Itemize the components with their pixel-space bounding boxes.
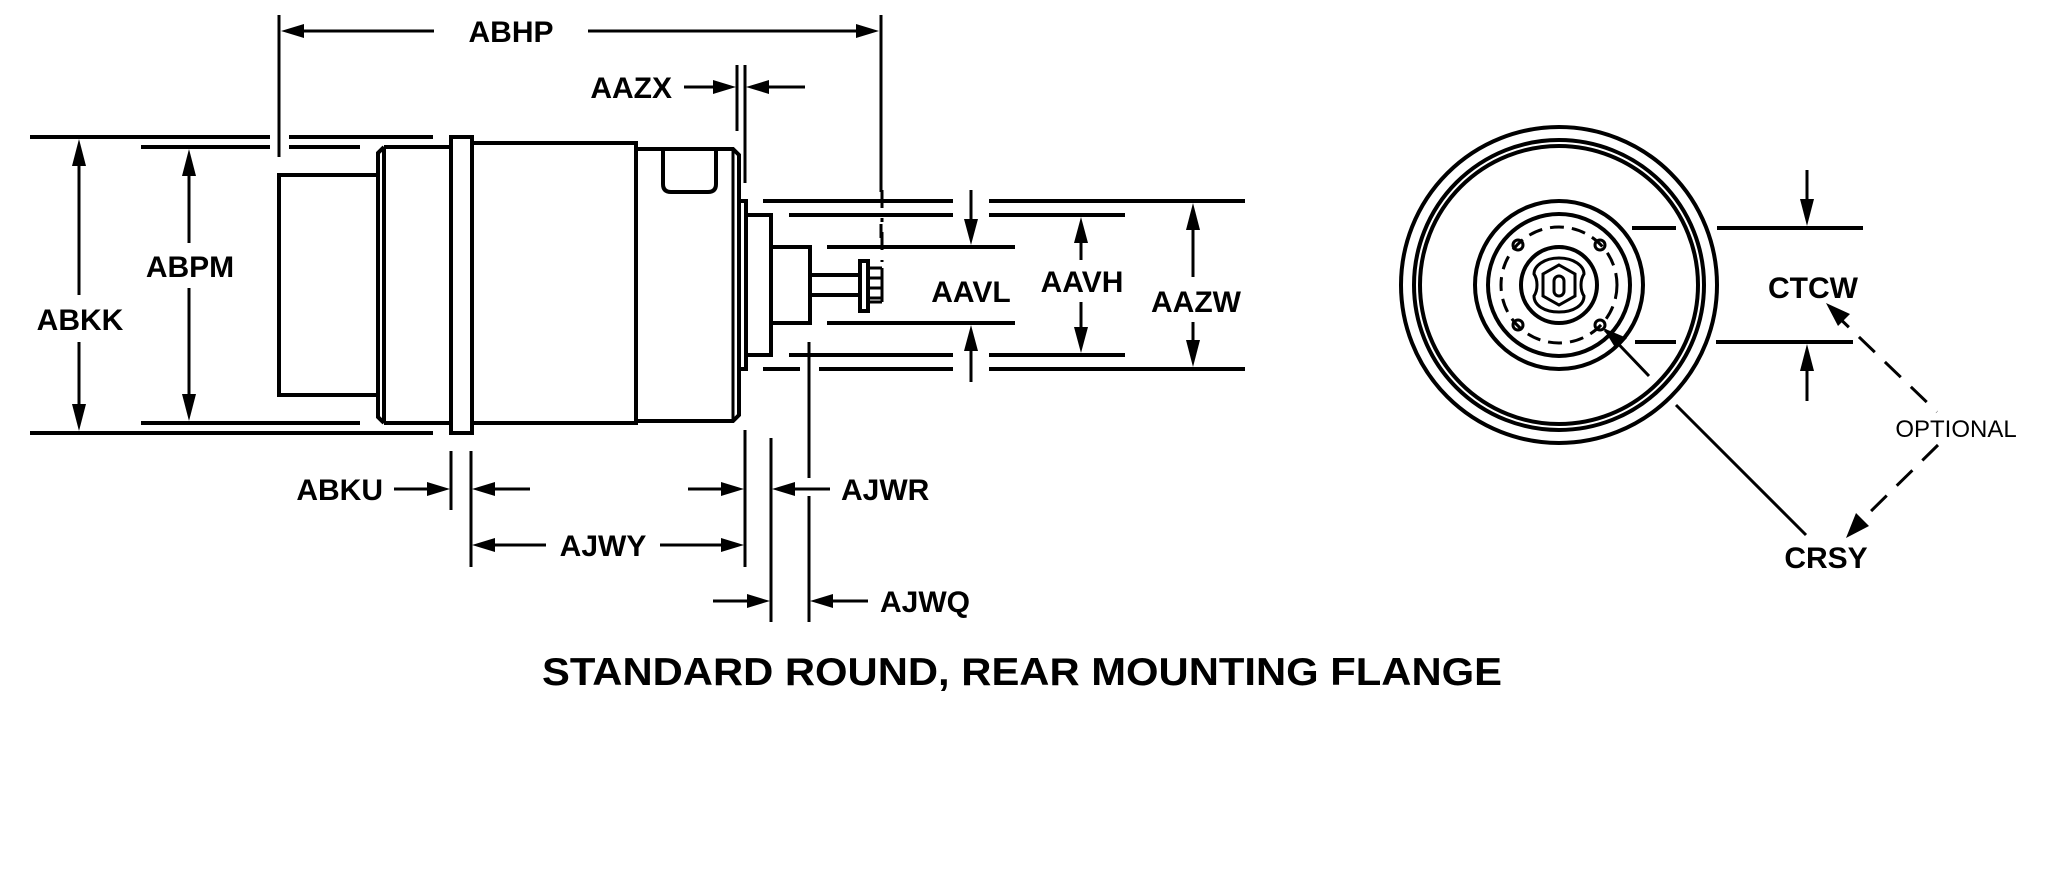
- bolt-circle: [1499, 225, 1619, 345]
- arrowhead: [472, 482, 495, 496]
- shaft-gear: [858, 259, 870, 313]
- arrowhead: [1603, 328, 1627, 349]
- dim-abku: ABKU: [296, 474, 530, 507]
- arrowhead: [1846, 513, 1869, 538]
- lower-extension-lines: [449, 342, 811, 622]
- arrowhead: [713, 80, 736, 94]
- drawing-title: STANDARD ROUND, REAR MOUNTING FLANGE: [542, 651, 1502, 694]
- arrowhead: [1074, 217, 1088, 243]
- optional-note: OPTIONAL: [1895, 416, 2016, 443]
- rear-housing: [382, 145, 451, 425]
- dim-abkk: ABKK: [30, 135, 433, 435]
- dim-label-aazw: AAZW: [1151, 286, 1242, 319]
- dim-label-abkk: ABKK: [37, 304, 124, 337]
- arrowhead: [856, 24, 879, 38]
- mounting-flange: [449, 135, 474, 435]
- main-body: [470, 141, 638, 425]
- arrowhead: [747, 594, 770, 608]
- mounting-hole: [1511, 238, 1525, 252]
- dim-label-abhp: ABHP: [468, 16, 553, 49]
- arrowhead: [1074, 327, 1088, 353]
- pilot: [744, 213, 773, 357]
- arrowhead: [1800, 344, 1814, 371]
- rear-housing-chamfer: [376, 145, 386, 425]
- motor-body: [277, 135, 884, 435]
- mounting-hole: [1511, 318, 1525, 332]
- arrowhead: [72, 404, 86, 431]
- arrowhead: [182, 149, 196, 176]
- dim-abhp: ABHP: [277, 15, 883, 238]
- dim-aazx: AAZX: [590, 65, 805, 183]
- dim-label-crsy: CRSY: [1784, 542, 1867, 575]
- dim-label-abku: ABKU: [296, 474, 383, 507]
- pilot-circle: [1473, 199, 1645, 371]
- shaft: [810, 273, 860, 297]
- dim-label-abpm: ABPM: [146, 251, 234, 284]
- dim-label-aazx: AAZX: [590, 72, 672, 105]
- dim-crsy: CRSY: [1603, 328, 1868, 575]
- arrowhead: [1800, 199, 1814, 226]
- shaft-boss-inner: [1532, 256, 1586, 314]
- side-view: ABHP AAZX ABKK ABPM: [30, 15, 1245, 622]
- arrowhead: [1826, 303, 1850, 326]
- arrowhead: [964, 219, 978, 245]
- flange-ring-outer: [1412, 138, 1706, 432]
- dim-label-aavl: AAVL: [931, 276, 1010, 309]
- dim-ajwy: AJWY: [472, 482, 744, 563]
- gear-teeth: [868, 266, 884, 304]
- shaft-flat: [1552, 274, 1566, 298]
- optional-leaders: OPTIONAL: [1826, 303, 2017, 538]
- dim-aazw: AAZW: [763, 199, 1245, 371]
- hub-circle: [1486, 212, 1632, 358]
- dim-aavl: AAVL: [827, 190, 1015, 382]
- arrowhead: [721, 538, 744, 552]
- hub: [769, 245, 812, 325]
- front-housing: [636, 147, 741, 423]
- mounting-hole: [1593, 318, 1607, 332]
- key-tab: [661, 147, 718, 194]
- dim-label-ajwq: AJWQ: [880, 586, 970, 619]
- shaft-boss-outer: [1519, 245, 1599, 325]
- dim-ctcw: CTCW: [1632, 170, 1863, 401]
- arrowhead: [281, 24, 304, 38]
- arrowhead: [472, 538, 495, 552]
- arrowhead: [427, 482, 450, 496]
- end-view: CTCW CRSY OPTIONAL: [1399, 125, 2017, 575]
- dim-aavh: AAVH: [789, 213, 1125, 357]
- arrowhead: [772, 482, 795, 496]
- dim-label-ajwr: AJWR: [841, 474, 930, 507]
- dim-label-ctcw: CTCW: [1768, 272, 1859, 305]
- mounting-hole: [1593, 238, 1607, 252]
- rear-cap: [277, 173, 380, 397]
- dim-ajwq: AJWQ: [713, 586, 970, 619]
- dim-ajwr: AJWR: [772, 474, 930, 507]
- arrowhead: [964, 325, 978, 351]
- dim-label-ajwy: AJWY: [560, 530, 647, 563]
- shaft-hex: [1541, 263, 1577, 307]
- dim-abpm: ABPM: [141, 145, 360, 425]
- dim-label-aavh: AAVH: [1041, 266, 1124, 299]
- arrowhead: [182, 394, 196, 421]
- arrowhead: [746, 80, 769, 94]
- arrowhead: [1186, 203, 1200, 230]
- arrowhead: [810, 594, 833, 608]
- outer-rim: [1399, 125, 1719, 445]
- flange-ring-inner: [1418, 144, 1700, 426]
- arrowhead: [72, 139, 86, 166]
- arrowhead: [1186, 340, 1200, 367]
- arrowhead: [721, 482, 744, 496]
